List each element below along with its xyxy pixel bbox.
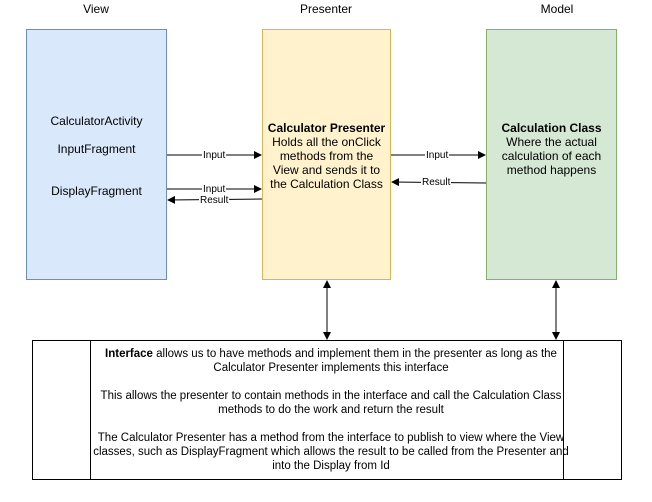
view-box: CalculatorActivity InputFragment Display… <box>26 29 167 280</box>
interface-right-divider <box>563 341 564 479</box>
column-label-model: Model <box>540 2 574 16</box>
label-input-view-presenter-2: Input <box>202 184 227 195</box>
interface-keyword: Interface <box>105 348 153 360</box>
presenter-box: Calculator Presenter Holds all the onCli… <box>262 29 391 280</box>
interface-left-divider <box>90 341 91 479</box>
label-result-presenter-view: Result <box>199 195 230 206</box>
column-label-presenter: Presenter <box>299 2 353 16</box>
interface-paragraph-2: This allows the presenter to contain met… <box>100 390 562 416</box>
column-label-view: View <box>83 2 109 16</box>
presenter-title: Calculator Presenter <box>267 121 386 135</box>
model-box: Calculation Class Where the actual calcu… <box>486 29 617 280</box>
model-title: Calculation Class <box>501 121 602 135</box>
label-input-presenter-model: Input <box>425 150 450 161</box>
label-result-model-presenter: Result <box>421 177 452 188</box>
interface-paragraph-1: Interface allows us to have methods and … <box>105 348 557 374</box>
view-item-display-fragment: DisplayFragment <box>51 184 142 198</box>
model-body: Where the actual calculation of each met… <box>501 135 602 177</box>
label-input-view-presenter-1: Input <box>202 150 227 161</box>
presenter-body: Holds all the onClick methods from the V… <box>270 135 383 191</box>
interface-box: Interface allows us to have methods and … <box>32 340 622 480</box>
view-item-calculator-activity: CalculatorActivity <box>50 114 143 128</box>
view-item-input-fragment: InputFragment <box>57 142 136 156</box>
interface-paragraph-3: The Calculator Presenter has a method fr… <box>93 432 569 472</box>
